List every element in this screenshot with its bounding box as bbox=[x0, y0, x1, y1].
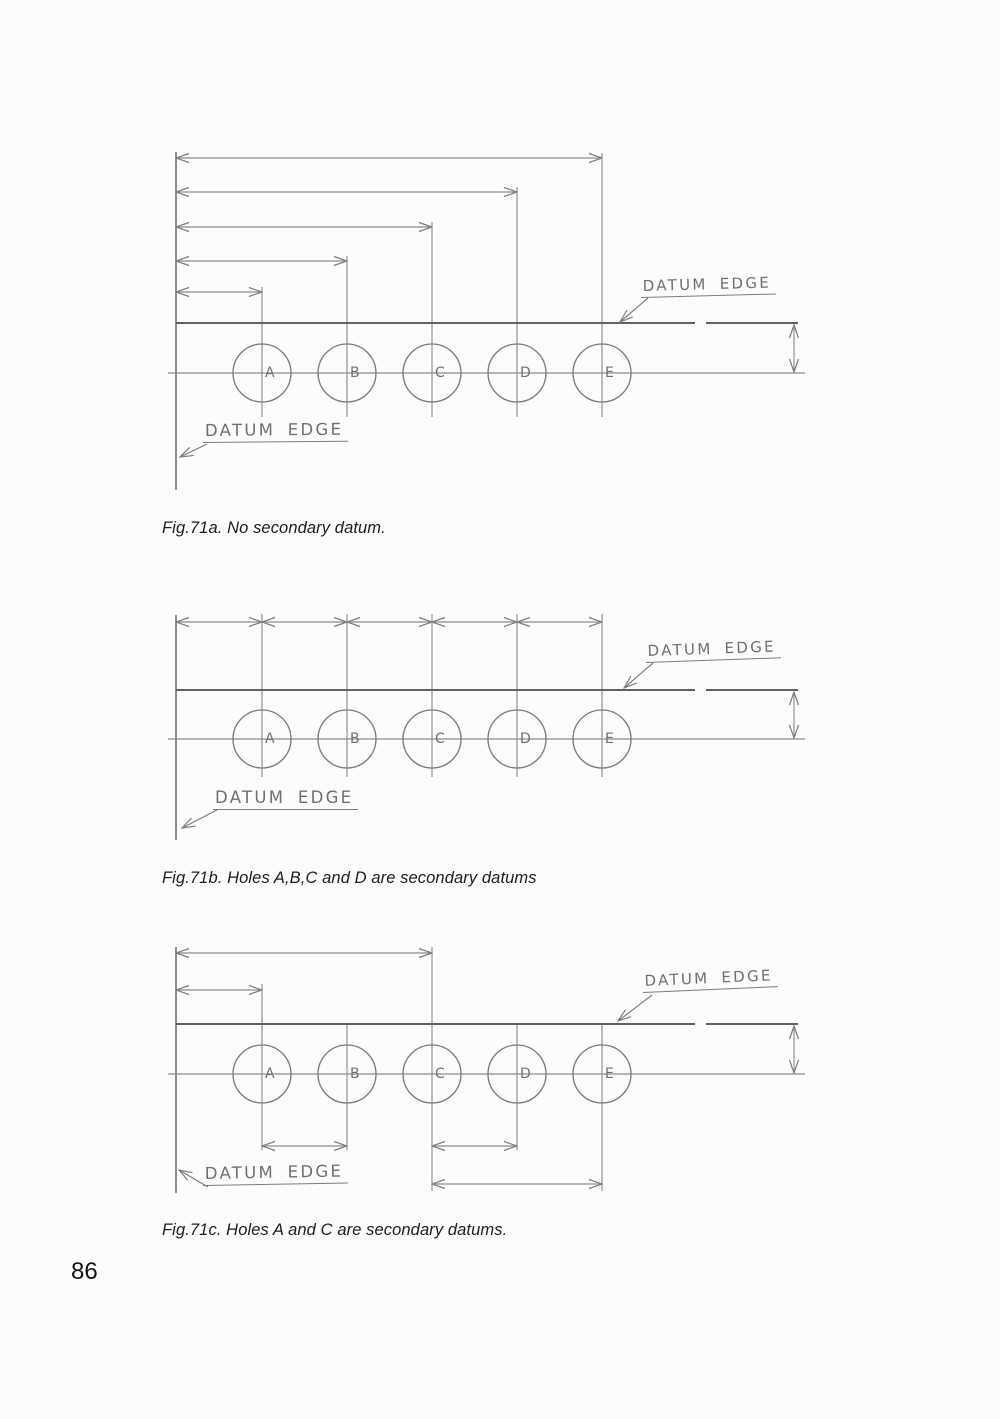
hole-label-c: C bbox=[435, 1066, 445, 1082]
hole-label-b: B bbox=[350, 365, 360, 381]
hole-circle-c bbox=[402, 1044, 462, 1104]
hole-label-c: C bbox=[435, 731, 445, 747]
hole-label-b: B bbox=[350, 731, 360, 747]
hole-circle-b bbox=[317, 709, 377, 769]
hole-label-d: D bbox=[520, 365, 531, 381]
leader-arrow bbox=[618, 994, 653, 1021]
hole-label-e: E bbox=[605, 365, 614, 381]
hole-label-c: C bbox=[435, 365, 445, 381]
hole-label-d: D bbox=[520, 731, 531, 747]
hole-label-a: A bbox=[265, 731, 275, 747]
hole-circle-d bbox=[487, 709, 547, 769]
figure-71a-drawing bbox=[168, 152, 805, 490]
hole-circle-a bbox=[232, 1044, 292, 1104]
hole-circle-e bbox=[572, 709, 632, 769]
hole-circle-a bbox=[232, 343, 292, 403]
hole-label-e: E bbox=[605, 1066, 614, 1082]
hole-label-d: D bbox=[520, 1066, 531, 1082]
hole-circle-e bbox=[572, 1044, 632, 1104]
figure-caption-71c: Fig.71c. Holes A and C are secondary dat… bbox=[162, 1221, 508, 1239]
leader-arrow bbox=[182, 809, 218, 828]
hole-circle-c bbox=[402, 709, 462, 769]
datum-edge-label-bottom-b: DATUM EDGE bbox=[213, 788, 359, 810]
hole-circle-d bbox=[487, 343, 547, 403]
hole-label-a: A bbox=[265, 1066, 275, 1082]
page-number: 86 bbox=[71, 1258, 98, 1285]
leader-arrow bbox=[180, 443, 208, 457]
hole-circle-d bbox=[487, 1044, 547, 1104]
hole-label-a: A bbox=[265, 365, 275, 381]
figure-caption-71a: Fig.71a. No secondary datum. bbox=[162, 519, 386, 537]
hole-circle-a bbox=[232, 709, 292, 769]
figure-71b-drawing bbox=[168, 614, 805, 840]
leader-arrow bbox=[620, 297, 649, 322]
hole-label-e: E bbox=[605, 731, 614, 747]
datum-edge-label-bottom-a: DATUM EDGE bbox=[202, 419, 349, 443]
hole-circle-b bbox=[317, 343, 377, 403]
figure-caption-71b: Fig.71b. Holes A,B,C and D are secondary… bbox=[162, 869, 537, 887]
figure-71c-drawing bbox=[168, 947, 805, 1193]
datum-edge-label-bottom-c: DATUM EDGE bbox=[202, 1161, 349, 1186]
hole-label-b: B bbox=[350, 1066, 360, 1082]
hole-circle-b bbox=[317, 1044, 377, 1104]
leader-arrow bbox=[179, 1170, 209, 1188]
datum-edge-label-top-a: DATUM EDGE bbox=[640, 273, 777, 298]
hole-circle-e bbox=[572, 343, 632, 403]
hole-circle-c bbox=[402, 343, 462, 403]
leader-arrow bbox=[624, 662, 654, 688]
